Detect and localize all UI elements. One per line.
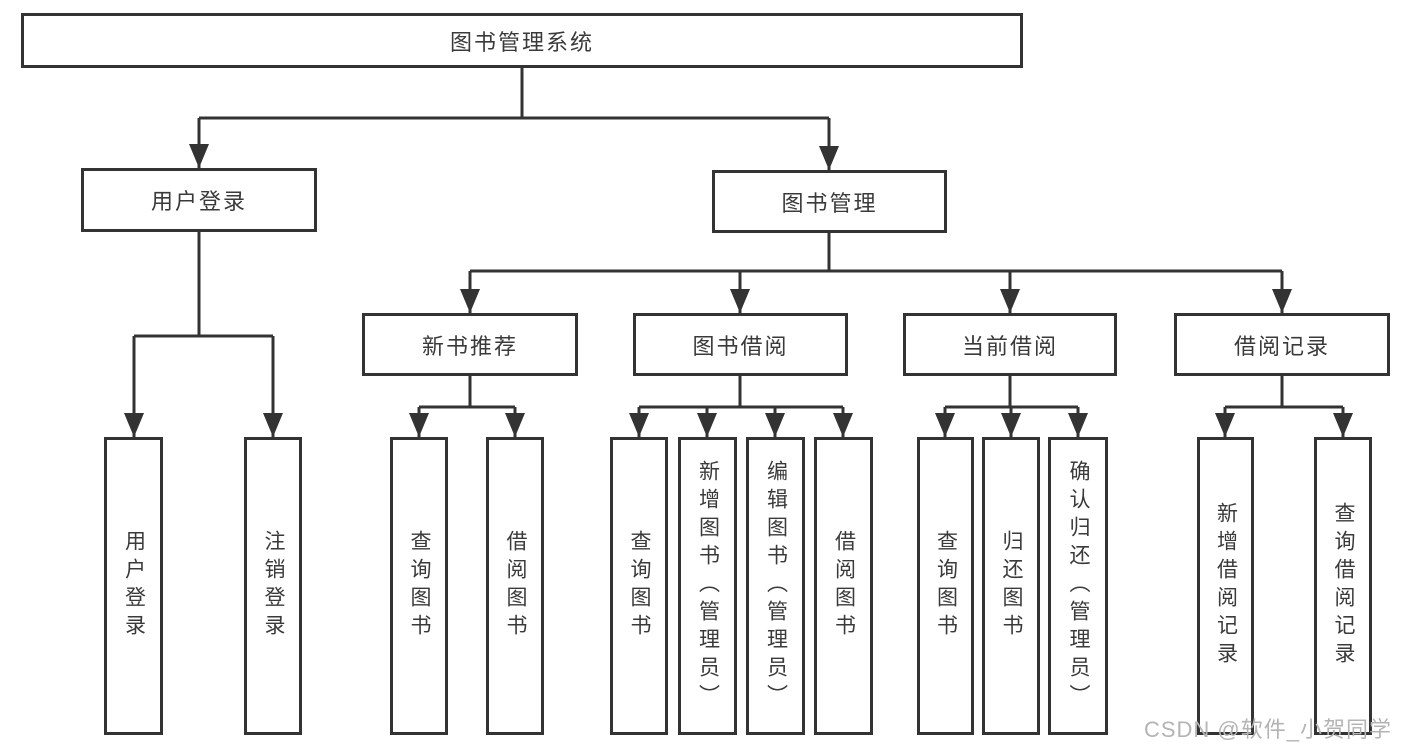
arrowhead-icon: [833, 413, 853, 437]
connector-root-to-branches: [197, 68, 831, 170]
leaf-add-borrow-record: 新增借阅记录: [1197, 437, 1254, 735]
leaf-add-book-admin: 新增图书（管理员）: [678, 437, 737, 735]
leaf-query-books-2: 查询图书: [610, 437, 668, 735]
leaf-borrow-books-1-label: 借阅图书: [504, 530, 527, 642]
node-new-book-recommend-label: 新书推荐: [421, 333, 518, 359]
arrowhead-icon: [697, 413, 717, 437]
node-user-login-label: 用户登录: [150, 189, 247, 214]
leaf-return-book: 归还图书: [982, 437, 1040, 735]
leaf-edit-book-admin-label: 编辑图书（管理员）: [764, 460, 788, 712]
leaf-user-login-label: 用户登录: [122, 530, 146, 642]
arrowhead-icon: [189, 144, 209, 168]
arrowhead-icon: [263, 413, 283, 437]
leaf-edit-book-admin: 编辑图书（管理员）: [746, 437, 805, 735]
node-new-book-recommend: 新书推荐: [362, 313, 578, 376]
arrowhead-icon: [1215, 413, 1235, 437]
leaf-query-books-1-label: 查询图书: [408, 530, 431, 642]
node-borrowing-records: 借阅记录: [1174, 313, 1390, 376]
arrowheads: [124, 144, 1353, 437]
node-book-management: 图书管理: [712, 170, 947, 233]
arrowhead-icon: [730, 289, 750, 313]
node-book-management-label: 图书管理: [781, 190, 878, 216]
node-current-borrowing-label: 当前借阅: [961, 333, 1058, 359]
arrowhead-icon: [1333, 413, 1353, 437]
leaf-borrow-books-1: 借阅图书: [486, 437, 544, 735]
node-user-login: 用户登录: [81, 168, 317, 232]
arrowhead-icon: [1000, 289, 1020, 313]
leaf-query-books-2-label: 查询图书: [628, 530, 651, 642]
node-root-label: 图书管理系统: [449, 29, 594, 55]
arrowhead-icon: [1272, 289, 1292, 313]
leaf-borrow-books-2-label: 借阅图书: [832, 530, 856, 642]
arrowhead-icon: [124, 413, 144, 437]
arrowhead-icon: [409, 413, 429, 437]
connector-borrow-to-leaves: [637, 376, 845, 437]
leaf-query-borrow-record-label: 查询借阅记录: [1332, 502, 1355, 670]
connector-records-to-leaves: [1223, 376, 1345, 437]
node-current-borrowing: 当前借阅: [903, 313, 1117, 376]
node-root: 图书管理系统: [21, 13, 1023, 68]
leaf-query-books-1: 查询图书: [390, 437, 448, 735]
arrowhead-icon: [1068, 413, 1088, 437]
arrowhead-icon: [629, 413, 649, 437]
leaf-add-book-admin-label: 新增图书（管理员）: [696, 460, 720, 712]
leaf-user-login: 用户登录: [104, 437, 163, 735]
node-borrowing-records-label: 借阅记录: [1233, 333, 1330, 359]
node-book-borrowing: 图书借阅: [633, 313, 848, 376]
arrowhead-icon: [765, 413, 785, 437]
leaf-query-books-3-label: 查询图书: [934, 530, 958, 642]
leaf-logout: 注销登录: [244, 437, 302, 735]
leaf-borrow-books-2: 借阅图书: [814, 437, 873, 735]
leaf-confirm-return-admin: 确认归还（管理员）: [1048, 437, 1108, 735]
connector-newbooks-to-leaves: [417, 376, 517, 437]
leaf-query-books-3: 查询图书: [917, 437, 974, 735]
arrowhead-icon: [935, 413, 955, 437]
leaf-confirm-return-admin-label: 确认归还（管理员）: [1067, 460, 1090, 712]
connector-bookmgmt-to-modules: [468, 233, 1284, 313]
leaf-logout-label: 注销登录: [262, 530, 285, 642]
arrowhead-icon: [505, 413, 525, 437]
connector-userlogin-to-leaves: [132, 232, 275, 437]
arrowhead-icon: [460, 289, 480, 313]
leaf-return-book-label: 归还图书: [1000, 530, 1023, 642]
leaf-query-borrow-record: 查询借阅记录: [1314, 437, 1372, 735]
csdn-watermark: CSDN @软件_小贺同学: [1143, 717, 1392, 742]
arrowhead-icon: [1001, 413, 1021, 437]
arrowhead-icon: [819, 146, 839, 170]
node-book-borrowing-label: 图书借阅: [692, 333, 789, 359]
leaf-add-borrow-record-label: 新增借阅记录: [1214, 502, 1238, 670]
